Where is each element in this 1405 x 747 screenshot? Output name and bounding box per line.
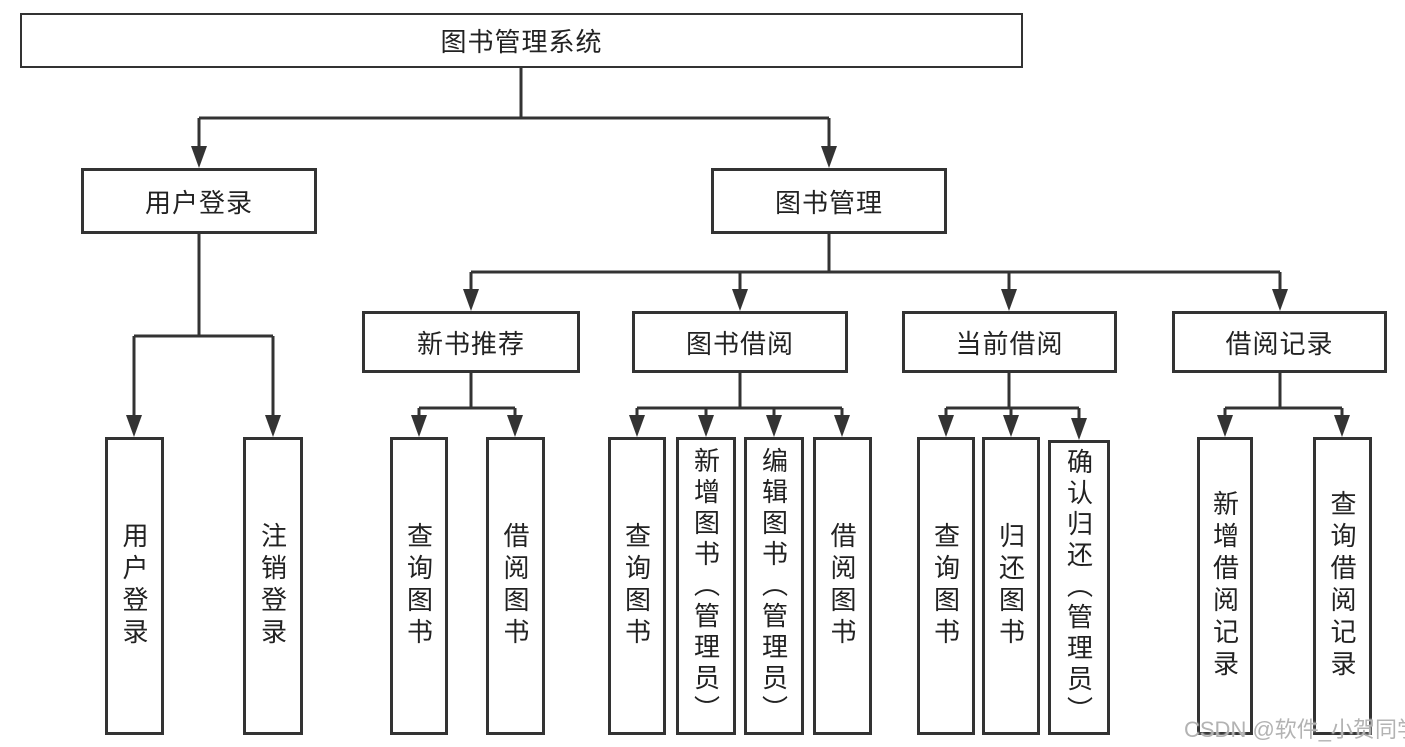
arrowhead bbox=[1217, 415, 1233, 437]
leaf-edit-books-admin-label: 编辑图书（管理员） bbox=[758, 446, 789, 726]
connector-lines bbox=[132, 68, 1344, 422]
leaf-confirm-return-admin: 确认归还（管理员） bbox=[1048, 440, 1110, 735]
arrowhead bbox=[1003, 415, 1019, 437]
arrowhead bbox=[629, 415, 645, 437]
leaf-user-login: 用户登录 bbox=[105, 437, 164, 735]
leaf-add-books-admin: 新增图书（管理员） bbox=[676, 437, 736, 735]
node-user-login: 用户登录 bbox=[81, 168, 317, 234]
leaf-add-books-admin-label: 新增图书（管理员） bbox=[690, 446, 721, 726]
node-book-management: 图书管理 bbox=[711, 168, 947, 234]
node-borrowing-records-label: 借阅记录 bbox=[1225, 328, 1334, 359]
arrowhead bbox=[265, 415, 281, 437]
leaf-query-books-2-label: 查询图书 bbox=[621, 522, 652, 650]
leaf-query-books-1-label: 查询图书 bbox=[403, 522, 434, 650]
leaf-logout-label: 注销登录 bbox=[257, 522, 288, 650]
node-book-borrowing-label: 图书借阅 bbox=[685, 328, 794, 359]
connector-arrowheads bbox=[126, 146, 1350, 440]
leaf-borrow-books-1: 借阅图书 bbox=[486, 437, 545, 735]
arrowhead bbox=[411, 415, 427, 437]
node-library-management-system-label: 图书管理系统 bbox=[440, 27, 603, 57]
leaf-query-books-3-label: 查询图书 bbox=[930, 522, 961, 650]
node-new-book-recommendation: 新书推荐 bbox=[362, 311, 580, 373]
arrowhead bbox=[938, 415, 954, 437]
csdn-watermark: CSDN @软件_小贺同学 bbox=[1184, 717, 1405, 742]
arrowhead bbox=[766, 415, 782, 437]
leaf-borrow-books-2-label: 借阅图书 bbox=[827, 522, 857, 650]
arrowhead bbox=[732, 289, 748, 311]
arrowhead bbox=[1071, 418, 1087, 440]
node-current-borrowing: 当前借阅 bbox=[902, 311, 1117, 373]
leaf-query-books-1: 查询图书 bbox=[390, 437, 448, 735]
arrowhead bbox=[698, 415, 714, 437]
node-book-borrowing: 图书借阅 bbox=[632, 311, 848, 373]
leaf-edit-books-admin: 编辑图书（管理员） bbox=[744, 437, 804, 735]
node-book-management-label: 图书管理 bbox=[774, 187, 883, 218]
leaf-add-borrow-record: 新增借阅记录 bbox=[1197, 437, 1253, 735]
node-new-book-recommendation-label: 新书推荐 bbox=[416, 328, 525, 359]
arrowhead bbox=[191, 146, 207, 168]
connector-path bbox=[132, 68, 1344, 422]
arrowhead bbox=[463, 289, 479, 311]
arrowhead bbox=[1334, 415, 1350, 437]
leaf-query-books-2: 查询图书 bbox=[608, 437, 666, 735]
leaf-return-books: 归还图书 bbox=[982, 437, 1040, 735]
arrowhead bbox=[821, 146, 837, 168]
leaf-query-borrow-record-label: 查询借阅记录 bbox=[1327, 490, 1357, 682]
leaf-user-login-label: 用户登录 bbox=[119, 522, 149, 650]
arrowhead bbox=[507, 415, 523, 437]
arrowhead bbox=[126, 415, 142, 437]
node-library-management-system: 图书管理系统 bbox=[20, 13, 1023, 68]
leaf-borrow-books-1-label: 借阅图书 bbox=[500, 522, 530, 650]
leaf-query-borrow-record: 查询借阅记录 bbox=[1313, 437, 1372, 735]
leaf-query-books-3: 查询图书 bbox=[917, 437, 975, 735]
arrowhead bbox=[1001, 289, 1017, 311]
leaf-borrow-books-2: 借阅图书 bbox=[813, 437, 872, 735]
leaf-logout: 注销登录 bbox=[243, 437, 303, 735]
node-current-borrowing-label: 当前借阅 bbox=[955, 328, 1064, 359]
arrowhead bbox=[834, 415, 850, 437]
leaf-add-borrow-record-label: 新增借阅记录 bbox=[1209, 490, 1240, 682]
node-user-login-label: 用户登录 bbox=[144, 187, 253, 218]
arrowhead bbox=[1272, 289, 1288, 311]
node-borrowing-records: 借阅记录 bbox=[1172, 311, 1387, 373]
leaf-confirm-return-admin-label: 确认归还（管理员） bbox=[1063, 448, 1094, 727]
leaf-return-books-label: 归还图书 bbox=[995, 522, 1026, 650]
